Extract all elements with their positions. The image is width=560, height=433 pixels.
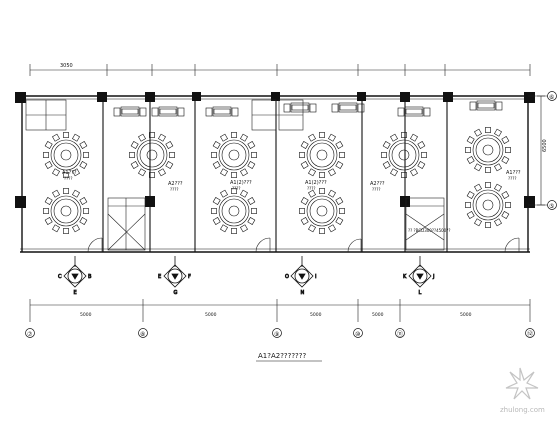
banquet-table-10 [465, 182, 511, 228]
right-dimension-value: 6500 [542, 139, 548, 152]
room-partitions [102, 96, 448, 252]
axis-12: ⑫ [527, 330, 533, 338]
stair-note: ?? ?BCD300??4500?? [408, 228, 451, 233]
door-swings [87, 237, 520, 253]
service-rooms [25, 99, 304, 131]
bottom-dim-2: 5000 [205, 312, 217, 318]
room-sub-3: ???? [232, 186, 241, 191]
marker-right-letter: I [315, 274, 316, 280]
banquet-table-9 [465, 127, 511, 173]
axis-7: ⑦ [27, 331, 33, 338]
outer-walls [20, 95, 530, 253]
banquet-table-8 [381, 132, 427, 178]
sofa-group-4 [283, 102, 317, 113]
section-marker-3: O I N [285, 256, 317, 296]
room-sub-2: ???? [170, 187, 179, 192]
sofa-group-2 [151, 106, 185, 117]
marker-right-letter: F [188, 274, 191, 280]
room-sub-4: ???? [307, 186, 316, 191]
drawing-title: A1?A2??????? [258, 352, 306, 360]
watermark-logo [505, 367, 539, 400]
section-markers: C B E E F G O I N K J L [58, 256, 435, 296]
marker-left-letter: C [58, 274, 62, 280]
marker-left-letter: O [285, 274, 289, 280]
sofa-group-1 [113, 106, 147, 117]
axis-10: ⑩ [355, 331, 360, 338]
watermark-text: zhulong.com [500, 406, 545, 414]
bottom-axis-bubbles [25, 328, 535, 338]
right-axis-bottom: ⑤ [549, 203, 554, 210]
marker-bottom-letter: N [301, 290, 305, 296]
banquet-table-4 [211, 132, 257, 178]
banquet-table-3 [129, 132, 175, 178]
marker-bottom-letter: E [74, 290, 77, 296]
section-marker-4: K J L [403, 256, 435, 296]
right-axis-top: ⑥ [549, 94, 554, 101]
marker-right-letter: J [432, 274, 434, 280]
banquet-table-6 [299, 132, 345, 178]
banquet-table-7 [299, 188, 345, 234]
marker-left-letter: E [158, 274, 161, 280]
axis-9: ⑨ [274, 331, 279, 338]
bottom-dim-3: 5000 [310, 312, 322, 318]
room-sub-6: ???? [508, 176, 517, 181]
banquet-table-5 [211, 188, 257, 234]
bottom-dim-4: 5000 [372, 312, 384, 318]
bottom-dim-5: 5000 [460, 312, 472, 318]
lounge-furniture [113, 100, 503, 117]
room-label-5: A2??? [370, 181, 385, 187]
room-label-3: A1(2)??? [230, 180, 252, 186]
marker-bottom-letter: L [419, 290, 422, 296]
room-label-2: A2??? [168, 181, 183, 187]
sofa-group-3 [205, 106, 239, 117]
sofa-group-5 [331, 102, 365, 113]
room-label-1: A1??? [62, 170, 77, 176]
sofa-group-6 [397, 106, 431, 117]
banquet-tables [43, 127, 511, 234]
marker-left-letter: K [403, 274, 407, 280]
banquet-table-1 [43, 132, 89, 178]
sofa-group-7 [469, 100, 503, 111]
bottom-dimension-line [29, 299, 531, 322]
axis-8: ⑧ [140, 331, 145, 338]
room-label-6: A1??? [506, 170, 521, 176]
structural-columns [15, 92, 535, 208]
room-sub-5: ???? [372, 187, 381, 192]
top-dimension-line [29, 64, 531, 76]
banquet-table-2 [43, 188, 89, 234]
room-sub-1: ???? [64, 176, 73, 181]
top-dimension-value: 3050 [60, 63, 73, 69]
axis-11: ⑪ [397, 330, 403, 338]
room-label-4: A1(2)??? [305, 180, 327, 186]
section-marker-1: C B E [58, 256, 92, 296]
marker-bottom-letter: G [174, 290, 178, 296]
right-dimension-line [528, 95, 548, 206]
section-marker-2: E F G [158, 256, 191, 296]
marker-right-letter: B [88, 274, 92, 280]
stair-core-right [405, 197, 445, 251]
bottom-dim-1: 5000 [80, 312, 92, 318]
stair-core-left [107, 197, 146, 251]
right-axis-bubbles [547, 91, 557, 210]
